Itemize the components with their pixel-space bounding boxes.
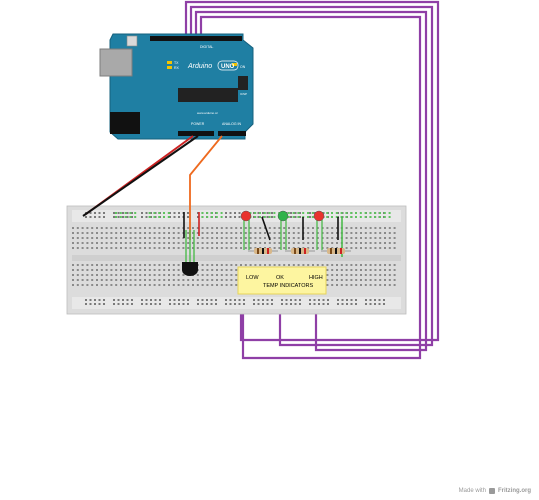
on-label: ON — [240, 65, 246, 69]
led-ok — [277, 210, 289, 250]
tx-label: TX — [174, 61, 179, 65]
analog-label: ANALOG IN — [222, 122, 242, 126]
digital-header — [150, 36, 242, 41]
power-jack — [110, 112, 140, 134]
led-low — [240, 210, 252, 250]
rx-label: RX — [174, 66, 180, 70]
fritzing-logo-icon — [489, 488, 495, 494]
arduino-model: UNO — [221, 64, 235, 70]
temperature-sensor — [182, 230, 198, 276]
breadboard — [66, 205, 407, 315]
breadboard-holes — [72, 212, 396, 305]
label-ok: OK — [276, 275, 284, 281]
leds — [240, 210, 325, 250]
resistors — [248, 248, 351, 254]
power-header — [178, 131, 214, 136]
resistor-1 — [248, 248, 278, 254]
orange-wire — [189, 135, 223, 240]
power-wires — [82, 135, 223, 240]
purple-wire-1 — [184, 0, 440, 342]
label-high: HIGH — [309, 275, 323, 281]
analog-header — [218, 131, 246, 136]
icsp-header — [238, 76, 248, 90]
credit-made-with: Made with — [458, 488, 486, 494]
black-wire — [82, 135, 199, 217]
temp-indicator-panel: LOW OK HIGH TEMP INDICATORS — [237, 266, 327, 295]
purple-wire-2 — [189, 5, 434, 347]
digital-label: DIGITAL — [200, 45, 213, 49]
microcontroller-chip — [178, 88, 238, 102]
led-high — [313, 210, 325, 250]
reset-button — [126, 35, 138, 47]
arduino-url: www.arduino.cc — [197, 111, 219, 115]
resistor-2 — [285, 248, 315, 254]
purple-wire-4 — [199, 15, 422, 360]
panel-caption: TEMP INDICATORS — [263, 283, 313, 289]
credit: Made with Fritzing.org — [459, 488, 531, 494]
usb-connector — [99, 48, 133, 77]
credit-brand: Fritzing.org — [498, 488, 531, 494]
power-label: POWER — [191, 122, 205, 126]
purple-wires — [184, 0, 440, 360]
resistor-3 — [321, 248, 351, 254]
arduino-brand: Arduino — [187, 63, 212, 70]
icsp-label: ICSP — [240, 92, 247, 96]
arduino-board: Arduino UNO DIGITAL POWER ANALOG IN ICSP… — [99, 33, 254, 140]
label-low: LOW — [246, 275, 259, 281]
purple-wire-3 — [194, 10, 428, 352]
